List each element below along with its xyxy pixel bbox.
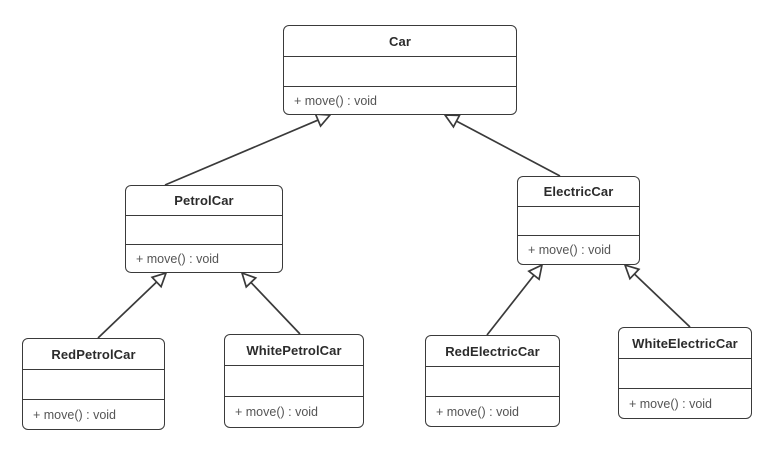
class-name-whitepetrolcar: WhitePetrolCar (225, 335, 363, 366)
operation-item: + move() : void (294, 93, 378, 108)
class-operations-redpetrolcar: + move() : void (23, 400, 164, 429)
class-attributes-electriccar (518, 207, 639, 236)
class-operations-whiteelectriccar: + move() : void (619, 389, 751, 418)
uml-class-electriccar[interactable]: ElectricCar + move() : void (517, 176, 640, 265)
relationship-line (250, 281, 301, 335)
generalization-petrolcar-car (164, 113, 332, 186)
operation-item: + move() : void (528, 243, 612, 257)
class-name-petrolcar: PetrolCar (126, 186, 282, 216)
class-name-redelectriccar: RedElectricCar (426, 336, 559, 367)
uml-class-whiteelectriccar[interactable]: WhiteElectricCar + move() : void (618, 327, 752, 419)
class-attributes-redelectriccar (426, 367, 559, 397)
class-name-redpetrolcar: RedPetrolCar (23, 339, 164, 370)
operation-item: + move() : void (235, 405, 319, 419)
class-name-car: Car (284, 26, 516, 57)
inheritance-triangle-icon (314, 113, 332, 128)
class-attributes-whiteelectriccar (619, 359, 751, 389)
class-attributes-petrolcar (126, 216, 282, 245)
uml-class-petrolcar[interactable]: PetrolCar + move() : void (125, 185, 283, 273)
inheritance-triangle-icon (623, 263, 641, 281)
relationship-line (456, 120, 561, 177)
uml-class-car[interactable]: Car + move() : void (283, 25, 517, 115)
class-name-electriccar: ElectricCar (518, 177, 639, 207)
operation-item: + move() : void (436, 404, 520, 419)
inheritance-triangle-icon (150, 271, 168, 289)
uml-class-whitepetrolcar[interactable]: WhitePetrolCar + move() : void (224, 334, 364, 428)
class-operations-whitepetrolcar: + move() : void (225, 397, 363, 427)
relationship-line (486, 274, 535, 336)
relationship-line (164, 119, 319, 186)
operation-item: + move() : void (136, 251, 220, 266)
uml-class-redelectriccar[interactable]: RedElectricCar + move() : void (425, 335, 560, 427)
relationship-line (97, 281, 158, 339)
class-operations-car: + move() : void (284, 87, 516, 114)
relationship-line (633, 273, 691, 328)
operation-item: + move() : void (629, 396, 713, 411)
generalization-whitepetrolcar-petrolcar (240, 271, 301, 335)
generalization-electriccar-car (443, 114, 561, 177)
class-operations-redelectriccar: + move() : void (426, 397, 559, 426)
inheritance-triangle-icon (443, 114, 461, 129)
class-operations-electriccar: + move() : void (518, 236, 639, 264)
class-attributes-car (284, 57, 516, 87)
inheritance-triangle-icon (527, 263, 544, 281)
class-attributes-whitepetrolcar (225, 366, 363, 397)
class-name-whiteelectriccar: WhiteElectricCar (619, 328, 751, 359)
generalization-redelectriccar-electriccar (486, 263, 544, 336)
operation-item: + move() : void (33, 407, 117, 422)
generalization-whiteelectriccar-electriccar (623, 263, 691, 328)
class-attributes-redpetrolcar (23, 370, 164, 400)
class-operations-petrolcar: + move() : void (126, 245, 282, 272)
uml-class-redpetrolcar[interactable]: RedPetrolCar + move() : void (22, 338, 165, 430)
inheritance-triangle-icon (240, 271, 258, 289)
generalization-redpetrolcar-petrolcar (97, 271, 168, 339)
